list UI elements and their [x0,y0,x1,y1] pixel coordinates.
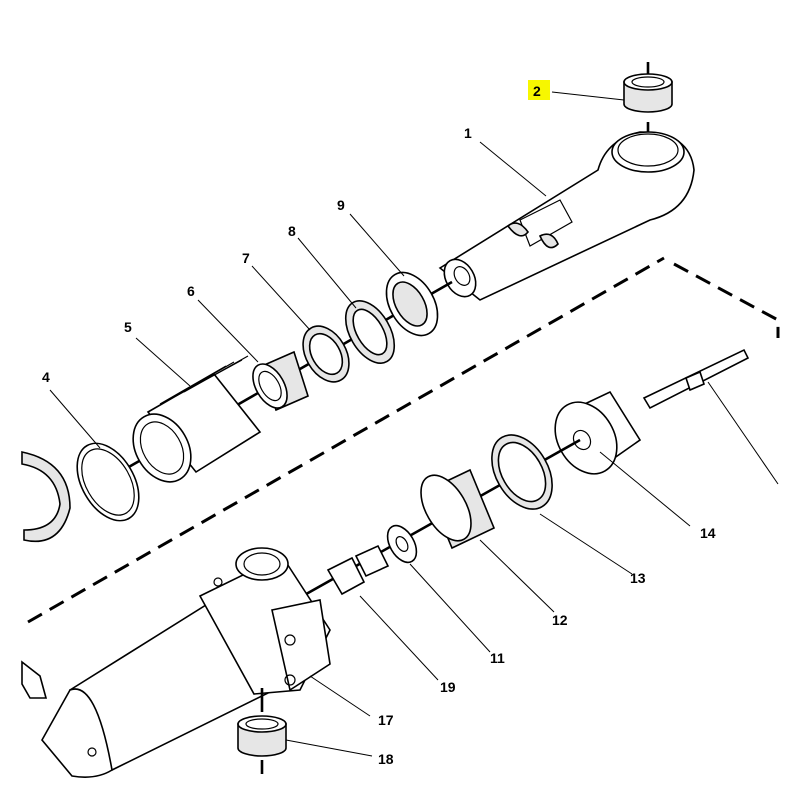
part-2-bushing [623,62,673,148]
dashed-break-lines [27,256,780,624]
callout-12: 12 [552,612,568,628]
part-18-bushing [237,715,287,774]
part-5-gland [132,355,262,483]
part-1-rod-eye [438,131,695,301]
part-17-cylinder [41,547,331,778]
callout-6: 6 [187,283,195,299]
part-4-oring [76,442,140,522]
callout-7: 7 [242,250,250,266]
part-8-ring [344,300,396,364]
fitting-left-edge [21,660,48,699]
callout-1: 1 [464,125,472,141]
callout-11: 11 [490,650,505,666]
callout-17: 17 [378,712,394,728]
callout-9: 9 [337,197,345,213]
part-13-ring [491,434,553,510]
callout-19: 19 [440,679,456,695]
part-14-piston [554,348,750,475]
callout-13: 13 [630,570,646,586]
partial-ring-left [21,451,71,542]
part-7-ring [302,325,350,383]
leader-lines [49,91,779,757]
callout-2-highlight [528,80,550,100]
part-11-washer [386,524,418,564]
callout-4: 4 [42,369,50,385]
callout-8: 8 [288,223,296,239]
part-9-seal [385,271,439,337]
callout-2: 2 [533,83,541,99]
callout-18: 18 [378,751,394,767]
part-12-band [420,468,496,550]
part-6-bushing [252,350,309,412]
callout-5: 5 [124,319,132,335]
callout-14: 14 [700,525,716,541]
part-19-screw [326,544,390,596]
